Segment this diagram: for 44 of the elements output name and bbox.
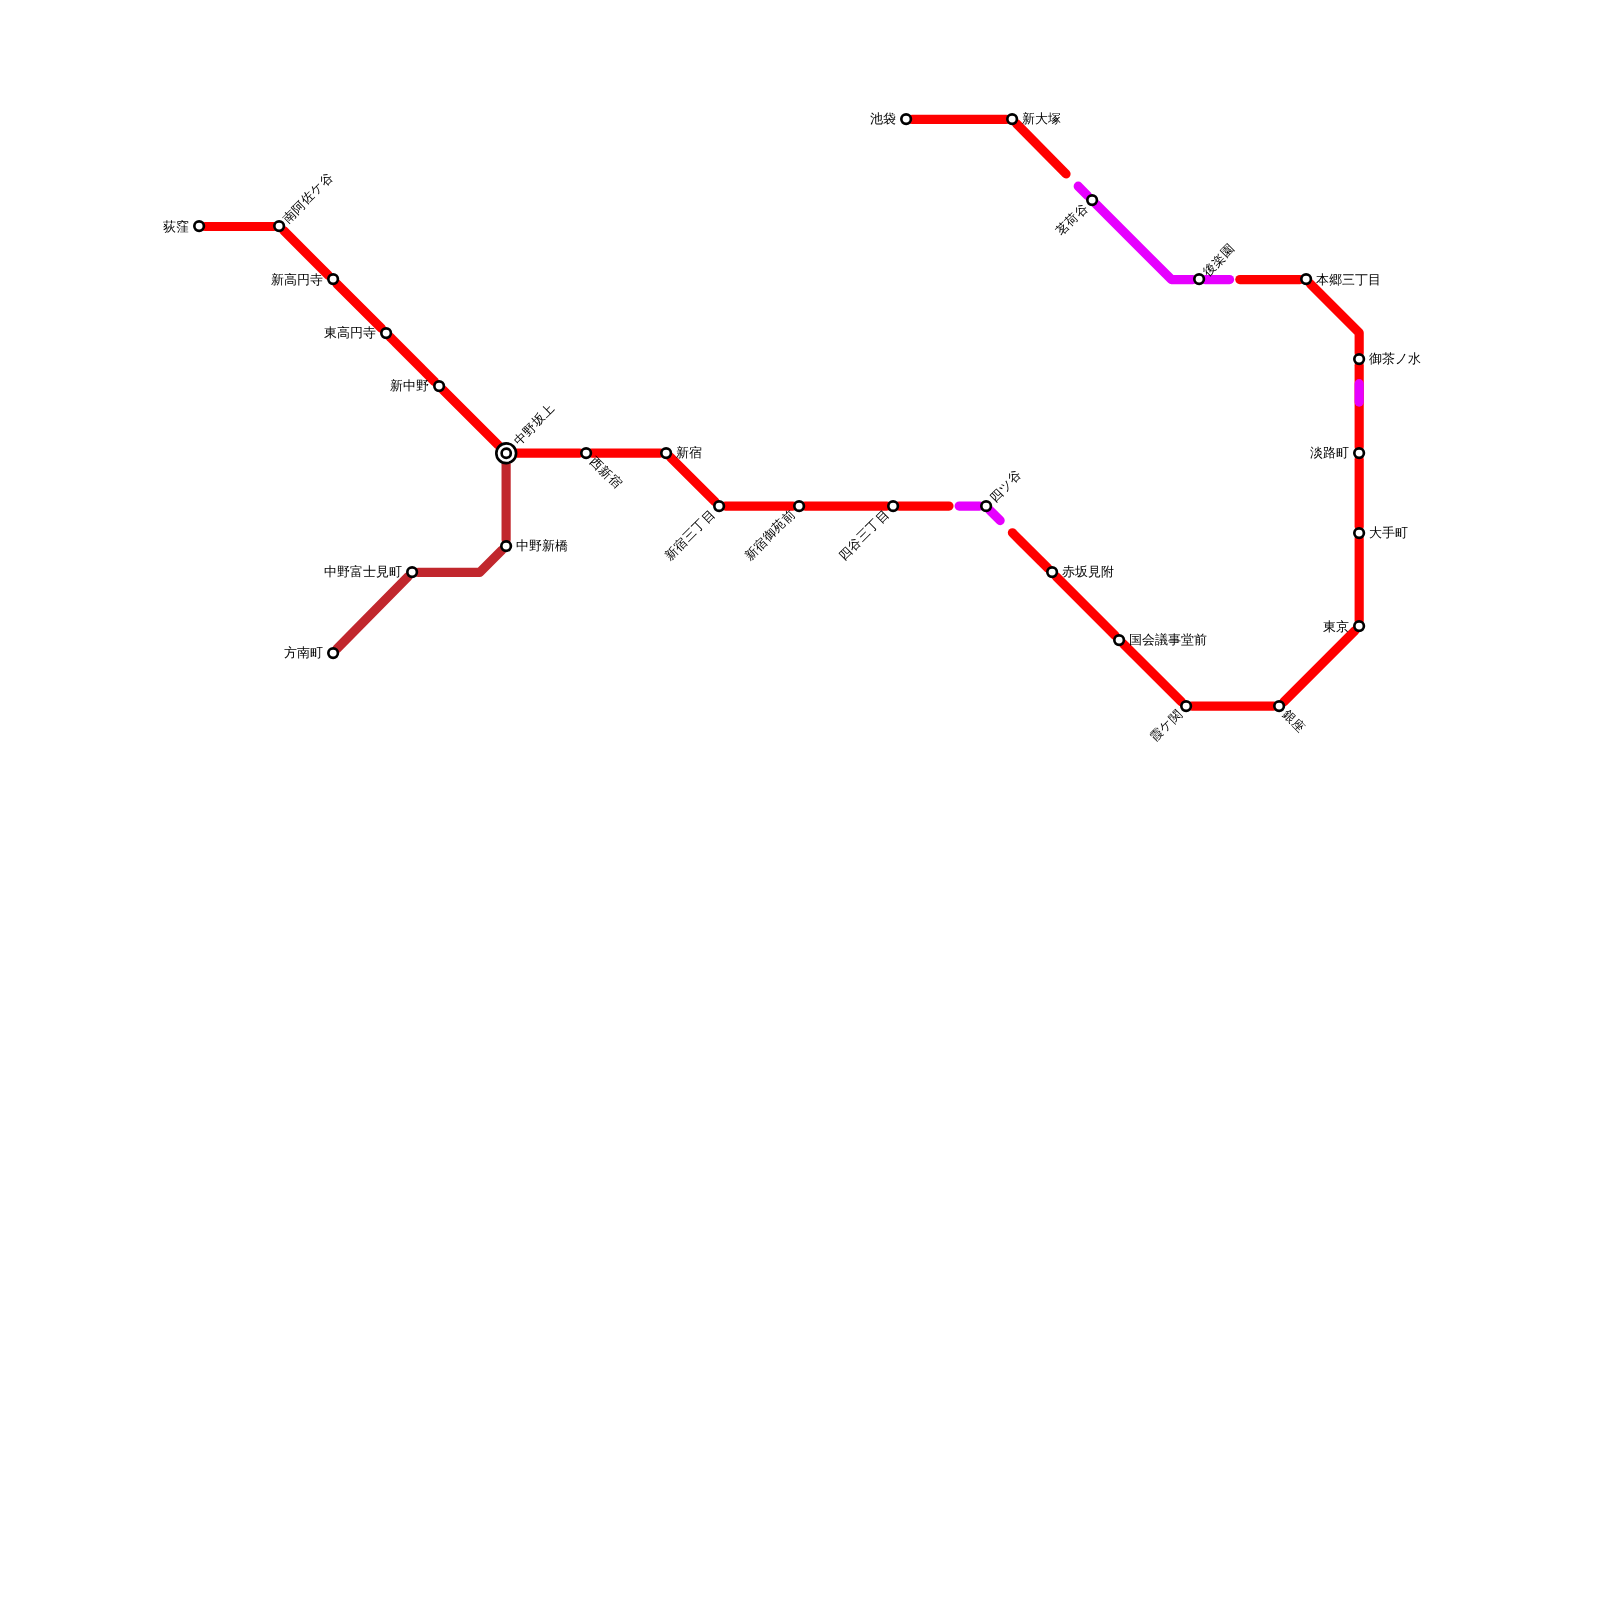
station-name: 後楽園 xyxy=(1199,240,1239,280)
station-name: 中野坂上 xyxy=(510,400,559,449)
station-name: 南阿佐ケ谷 xyxy=(279,169,338,227)
track-line xyxy=(907,114,1011,124)
station-name: 西新宿 xyxy=(585,453,625,493)
station-name: 東高円寺 xyxy=(323,324,376,341)
station-name: 銀座 xyxy=(1279,706,1310,737)
station-name: 国会議事堂前 xyxy=(1129,631,1208,648)
station-name: 荻窪 xyxy=(162,218,189,235)
station-name: 淡路町 xyxy=(1310,445,1350,462)
track-line xyxy=(1051,572,1120,641)
track-line xyxy=(1119,639,1186,707)
station-name: 四ツ谷 xyxy=(985,467,1025,506)
station-name: 茗荷谷 xyxy=(1052,200,1092,240)
station-name: 大手町 xyxy=(1369,524,1409,541)
track-line xyxy=(1354,534,1364,625)
station-name: 本郷三丁目 xyxy=(1316,271,1382,288)
track-line xyxy=(1091,199,1198,285)
station-name: 新大塚 xyxy=(1022,111,1062,128)
track-line xyxy=(279,226,333,280)
station-name: 中野富士見町 xyxy=(324,564,403,581)
station-name: 新宿三丁目 xyxy=(661,506,720,564)
track-line xyxy=(1235,275,1305,285)
station-name: 赤坂見附 xyxy=(1062,564,1115,581)
station-name: 中野新橋 xyxy=(516,537,569,554)
track-line xyxy=(1007,528,1053,573)
track-line xyxy=(438,385,503,450)
station-name: 方南町 xyxy=(283,645,323,662)
track-line xyxy=(332,572,413,654)
track-line xyxy=(332,279,386,333)
track-line xyxy=(1011,119,1071,179)
track-line xyxy=(413,545,507,578)
track-line xyxy=(1279,626,1360,707)
station-name: 御茶ノ水 xyxy=(1369,351,1422,368)
station-name: 新高円寺 xyxy=(270,271,323,288)
station-name: 新中野 xyxy=(389,377,429,394)
station-name: 池袋 xyxy=(870,111,896,128)
station-name: 霞ケ関 xyxy=(1146,706,1186,746)
station-name: 新宿御苑前 xyxy=(741,506,799,564)
station-name: 東京 xyxy=(1323,618,1350,635)
station-name: 新宿 xyxy=(676,445,703,462)
station-name: 四谷三丁目 xyxy=(835,506,893,564)
track-line xyxy=(385,332,440,386)
track-line xyxy=(666,452,720,507)
